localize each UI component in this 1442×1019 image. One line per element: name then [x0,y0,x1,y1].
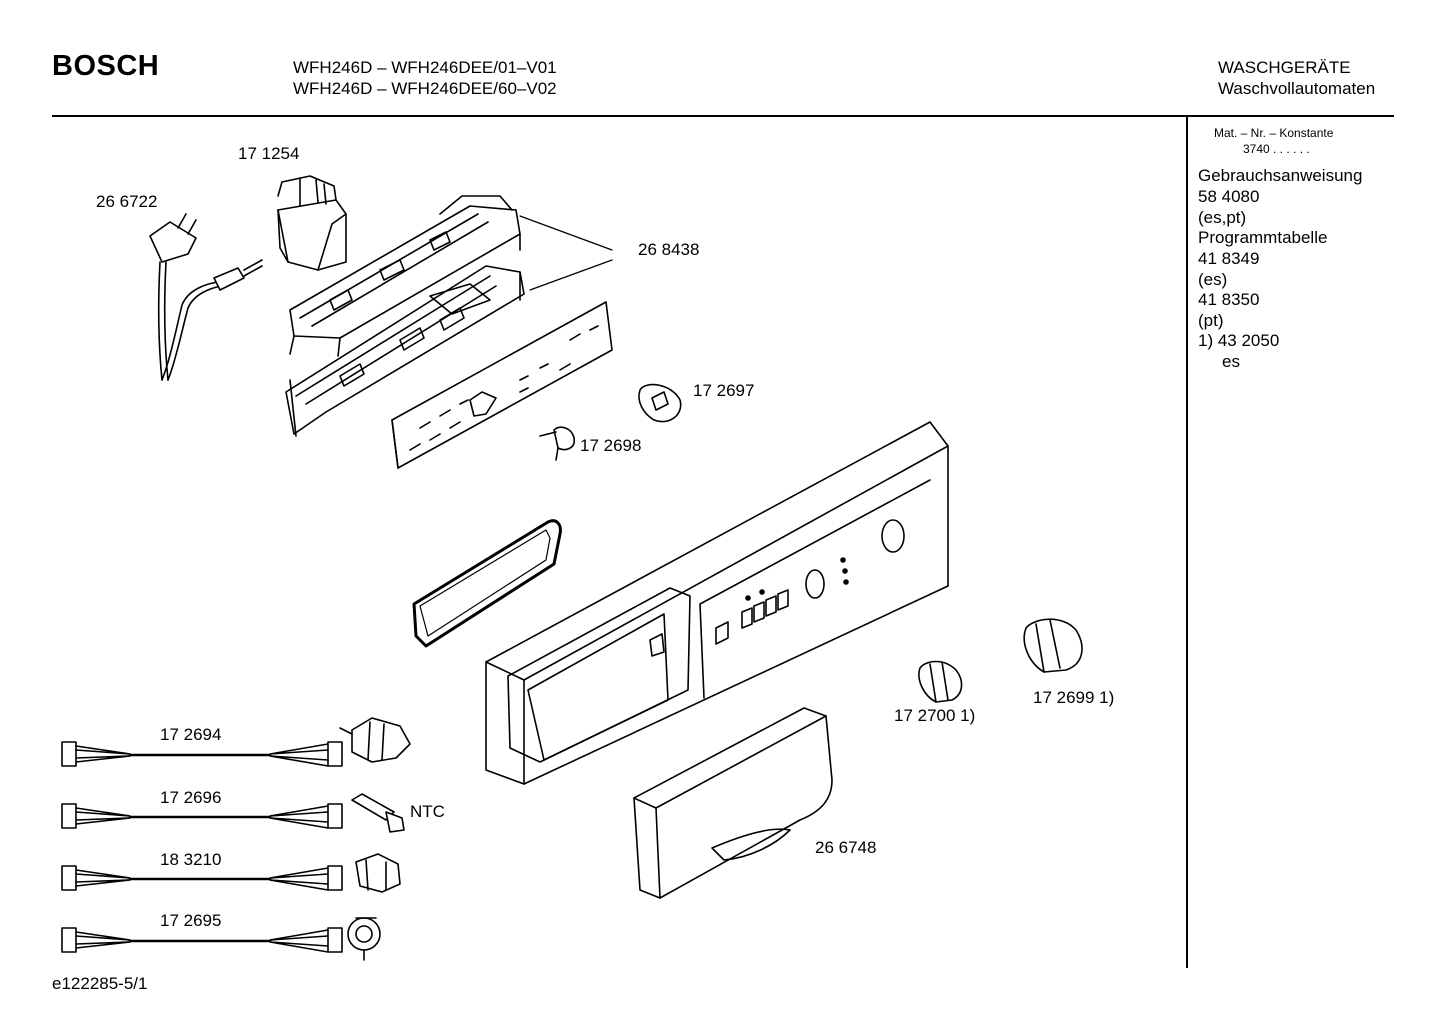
part-number-label: 17 1254 [238,144,300,163]
sidebar-line: (pt) [1198,311,1224,330]
header-divider [52,115,1394,117]
model-line-1: WFH246D – WFH246DEE/01–V01 [293,58,557,77]
category-line-2: Waschvollautomaten [1218,79,1376,98]
sidebar-line: Programmtabelle [1198,228,1328,247]
sidebar-line: 1) 43 2050 [1198,331,1280,350]
sidebar-line: 41 8349 [1198,249,1260,268]
sidebar-line: (es,pt) [1198,208,1247,227]
knob-small-part [918,660,963,703]
sidebar-divider [1186,116,1188,968]
door-lock-part [339,717,411,763]
part-number-label: 17 2694 [160,725,222,744]
ntc-sensor-part [351,793,405,833]
leader-line [519,215,613,251]
harness-3-part [61,865,343,891]
sidebar-line: Gebrauchsanweisung [1198,166,1363,185]
part-number-label: 26 6722 [96,192,158,211]
part-number-label: 17 2696 [160,788,222,807]
category-line-1: WASCHGERÄTE [1218,58,1351,77]
part-number-label: 26 6748 [815,838,877,857]
knob-adapter-part [638,383,682,423]
module-frame-upper-part [289,195,521,357]
mat-number-label: Mat. – Nr. – Konstante [1214,126,1334,140]
spindle-part [539,426,576,461]
drawer-handle-part [633,707,833,899]
control-panel-part [485,421,949,785]
model-line-2: WFH246D – WFH246DEE/60–V02 [293,79,557,98]
drawing-code: e122285-5/1 [52,974,148,993]
sidebar-line: (es) [1198,270,1228,289]
leader-line [529,259,613,291]
gasket-part [412,519,562,648]
sidebar-line: es [1222,352,1240,371]
brand-logo: BOSCH [52,50,160,82]
part-number-label: 17 2695 [160,911,222,930]
sidebar-line: 41 8350 [1198,290,1260,309]
module-frame-lower-part [285,265,525,437]
harness-2-part [61,803,343,829]
part-number-label: 17 2699 1) [1033,688,1115,707]
sidebar-line: 58 4080 [1198,187,1260,206]
part-number-label: 17 2698 [580,436,642,455]
part-number-label: 17 2700 1) [894,706,976,725]
pcb-part [391,301,613,469]
mat-number-value: 3740 . . . . . . [1243,142,1310,156]
part-number-label: 17 2697 [693,381,755,400]
knob-large-part [1023,618,1083,673]
ntc-label: NTC [410,802,445,821]
part-number-label: 26 8438 [638,240,700,259]
harness-4-part [61,927,343,953]
power-cord-part [149,213,263,381]
part-number-label: 18 3210 [160,850,222,869]
harness-1-part [61,741,343,767]
filter-part [277,175,347,271]
pressure-switch-part [355,853,401,893]
motor-sensor-part [347,917,381,961]
